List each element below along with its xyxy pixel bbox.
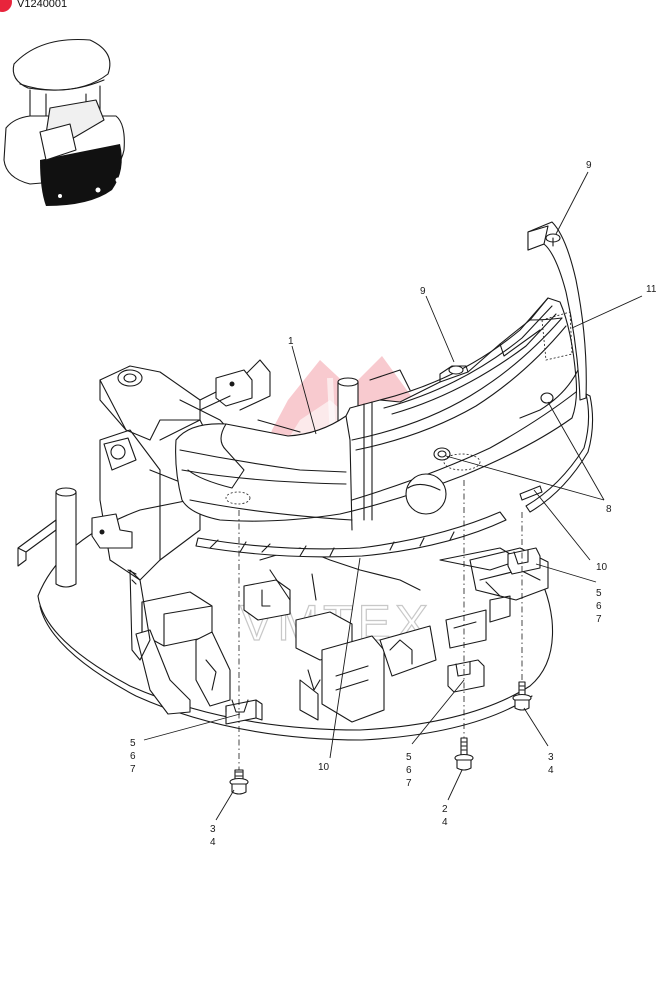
callout-2-center: 2	[442, 804, 448, 815]
rubber-strip	[195, 393, 594, 558]
center-lines	[238, 480, 523, 770]
callout-7-center: 7	[406, 778, 412, 789]
mount-right	[507, 547, 541, 575]
counterweight	[175, 221, 587, 531]
callout-4-right: 4	[548, 765, 554, 776]
callout-9: 9	[420, 286, 426, 297]
diagram-code: V1240001	[17, 0, 68, 10]
bolt-right	[512, 681, 532, 711]
callout-7-right: 7	[596, 614, 602, 625]
callout-5-center: 5	[406, 752, 412, 763]
callout-10-bottom: 10	[318, 762, 330, 773]
callout-4-left: 4	[210, 837, 216, 848]
callout-7-left: 7	[130, 764, 136, 775]
callout-4-center: 4	[442, 817, 448, 828]
callout-5-right: 5	[596, 588, 602, 599]
callout-8: 8	[606, 504, 612, 515]
mount-left	[225, 699, 263, 725]
base-frame	[17, 359, 554, 741]
callout-3-right: 3	[548, 752, 554, 763]
leader-lines	[143, 171, 643, 821]
callout-9-top: 9	[586, 160, 592, 171]
callout-3-left: 3	[210, 824, 216, 835]
callout-6-right: 6	[596, 601, 602, 612]
mount-center	[447, 659, 485, 693]
thumbnail-machine	[3, 38, 125, 206]
red-badge-icon	[0, 0, 12, 12]
bolt-left	[229, 769, 249, 795]
callout-6-left: 6	[130, 751, 136, 762]
callout-10-right: 10	[596, 562, 608, 573]
callout-1: 1	[288, 336, 294, 347]
bolt-center	[454, 737, 474, 771]
callout-5-left: 5	[130, 738, 136, 749]
callout-6-center: 6	[406, 765, 412, 776]
callouts: 1 9 9 11 8 10 10 5 6 7 5 6 7 5 6 7 3 4 3…	[130, 160, 657, 848]
callout-11: 11	[646, 284, 657, 295]
